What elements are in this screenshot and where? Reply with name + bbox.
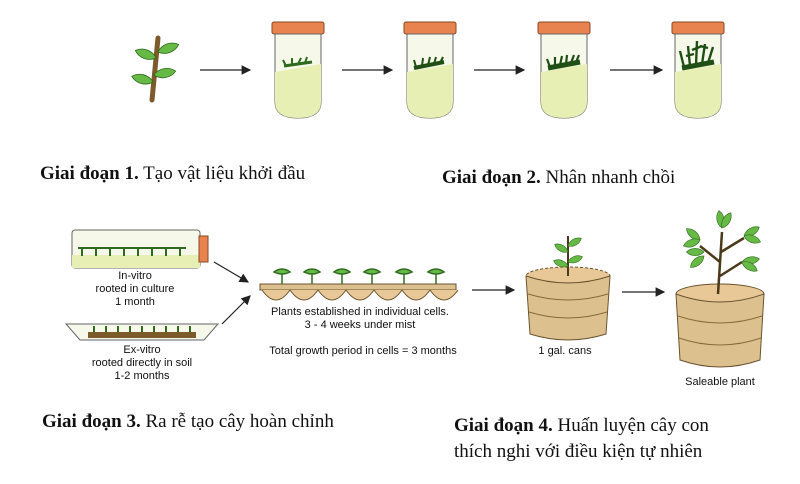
invitro-label: In-vitro rooted in culture 1 month [95, 270, 175, 308]
stage-2-caption: Giai đoạn 2. Nhân nhanh chồi [442, 166, 675, 190]
exvitro-tray [64, 323, 220, 341]
culture-jar-2 [403, 21, 457, 119]
culture-jar-4 [671, 21, 725, 119]
culture-jar-1 [271, 21, 325, 119]
stage-4-title: Giai đoạn 4. [454, 415, 553, 436]
gallon-can [525, 235, 611, 341]
arrow-exvitro [221, 295, 251, 325]
exvitro-label: Ex-vitro rooted directly in soil 1-2 mon… [91, 344, 193, 382]
saleable-label: Saleable plant [685, 376, 755, 388]
stage-3-title: Giai đoạn 3. [42, 411, 141, 432]
invitro-culture-vessel [71, 229, 209, 269]
stage-4-caption: Giai đoạn 4. Huấn luyện cây con [454, 414, 709, 438]
stage-4-desc: Huấn luyện cây con [557, 415, 709, 436]
stage-3-caption: Giai đoạn 3. Ra rễ tạo cây hoàn chỉnh [42, 410, 334, 434]
stage-4-desc-line2: thích nghi với điều kiện tự nhiên [454, 441, 703, 462]
stage-3-desc: Ra rễ tạo cây hoàn chỉnh [145, 411, 334, 432]
explant-stem [130, 35, 181, 103]
arrow-invitro [213, 261, 250, 283]
stage-2-desc: Nhân nhanh chồi [545, 167, 676, 188]
cell-tray [259, 268, 459, 301]
stage-1-caption: Giai đoạn 1. Tạo vật liệu khởi đầu [40, 162, 305, 186]
stage-1-desc: Tạo vật liệu khởi đầu [143, 163, 306, 184]
total-growth-label: Total growth period in cells = 3 months [269, 345, 457, 357]
stage-2-title: Giai đoạn 2. [442, 167, 541, 188]
cans-label: 1 gal. cans [538, 345, 592, 357]
culture-jar-3 [537, 21, 591, 119]
stage-1-title: Giai đoạn 1. [40, 163, 139, 184]
cells-label: Plants established in individual cells. … [271, 306, 449, 331]
saleable-plant [675, 209, 765, 368]
